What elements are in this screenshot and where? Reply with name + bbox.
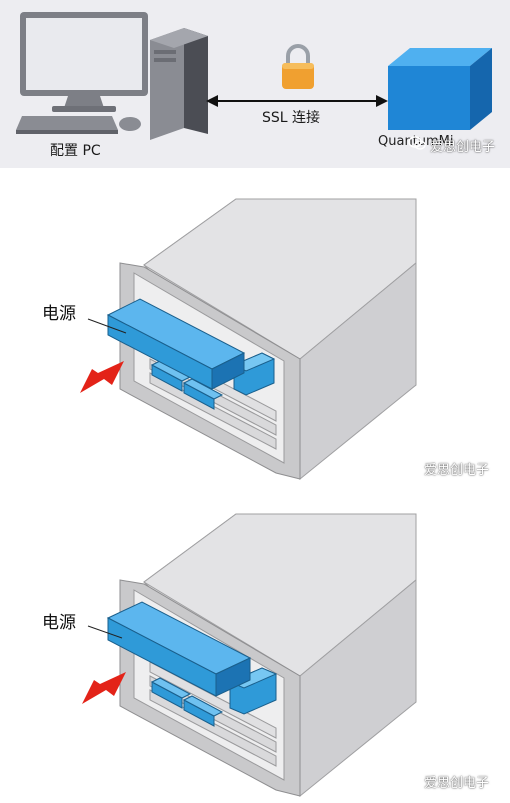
watermark: 爱思创电子 bbox=[402, 459, 489, 478]
connection-diagram bbox=[16, 12, 492, 140]
server-cube-icon bbox=[388, 48, 492, 130]
small-module-2 bbox=[182, 378, 224, 410]
keyboard-icon bbox=[16, 116, 118, 134]
small-module-2 bbox=[182, 695, 224, 727]
power-module-panel-1: 电源 爱思创电子 bbox=[0, 177, 510, 487]
wechat-icon bbox=[408, 136, 426, 153]
ssl-connection-label: SSL 连接 bbox=[262, 110, 321, 126]
lock-icon bbox=[282, 44, 314, 89]
slot-2 bbox=[149, 689, 277, 767]
monitor-icon bbox=[20, 12, 148, 112]
wechat-icon bbox=[402, 459, 420, 476]
power-supply-module bbox=[106, 601, 252, 697]
callout-line bbox=[87, 625, 123, 639]
watermark-text: 爱思创电子 bbox=[424, 776, 490, 791]
small-module-1 bbox=[150, 677, 192, 709]
power-supply-module bbox=[106, 298, 246, 390]
slot-2 bbox=[149, 372, 277, 450]
pull-arrow-icon bbox=[82, 672, 126, 704]
pull-arrow-icon bbox=[80, 361, 124, 393]
pc-label: 配置 PC bbox=[50, 143, 101, 159]
watermark: 爱思创电子 bbox=[402, 772, 489, 791]
power-supply-label: 电源 bbox=[42, 304, 76, 324]
power-supply-label: 电源 bbox=[42, 613, 76, 633]
mouse-icon bbox=[119, 117, 141, 131]
device-label: QuantumMi bbox=[378, 134, 454, 149]
wechat-icon bbox=[402, 772, 420, 789]
chassis-diagram-2 bbox=[82, 513, 417, 798]
divider bbox=[0, 487, 510, 495]
divider bbox=[0, 168, 510, 176]
double-arrow-icon bbox=[206, 95, 388, 107]
chassis-diagram-1 bbox=[80, 198, 417, 481]
power-module-panel-2: 电源 爱思创电子 bbox=[0, 494, 510, 803]
pc-tower-icon bbox=[150, 28, 208, 140]
watermark: 爱思创电子 bbox=[408, 136, 495, 155]
watermark-text: 爱思创电子 bbox=[430, 140, 496, 155]
connection-panel: 配置 PC SSL 连接 QuantumMi 爱思创电子 bbox=[0, 0, 510, 168]
watermark-text: 爱思创电子 bbox=[424, 463, 490, 478]
callout-line bbox=[87, 318, 127, 334]
